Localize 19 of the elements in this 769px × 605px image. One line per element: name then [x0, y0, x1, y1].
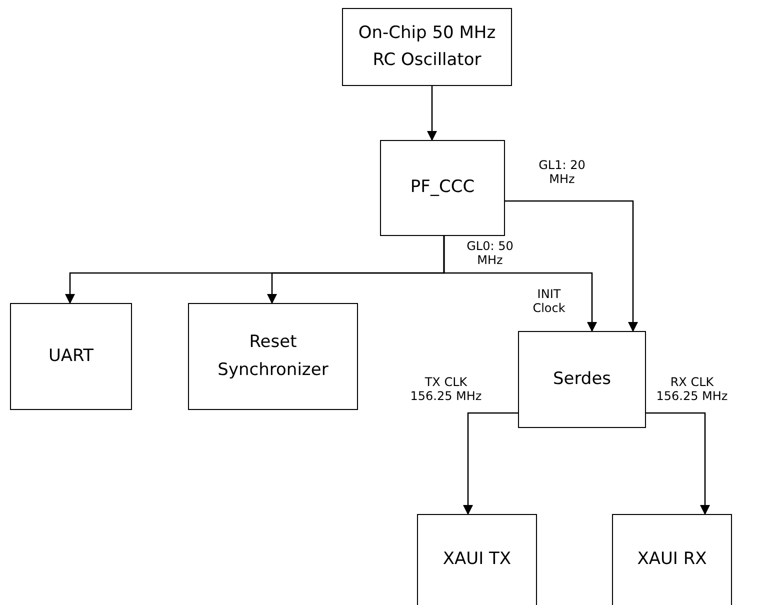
block-box — [612, 514, 732, 605]
arrow — [646, 412, 710, 514]
block-label: On-Chip 50 MHz RC Oscillator — [357, 22, 497, 72]
block-label: XAUI RX — [636, 548, 708, 572]
arrow — [505, 200, 638, 332]
block-box — [518, 331, 646, 428]
block-label: Reset Synchronizer — [216, 331, 330, 382]
block-label: UART — [47, 344, 95, 368]
block-box — [417, 514, 537, 605]
block-label: XAUI TX — [442, 548, 512, 572]
arrow — [463, 412, 518, 514]
block-label: Serdes — [552, 368, 612, 391]
block-box — [10, 303, 132, 410]
arrow — [427, 86, 437, 140]
block-box — [342, 8, 512, 86]
arrow — [443, 236, 597, 332]
block-box — [380, 140, 505, 236]
block-box — [188, 303, 358, 410]
block-label: PF_CCC — [409, 176, 476, 200]
